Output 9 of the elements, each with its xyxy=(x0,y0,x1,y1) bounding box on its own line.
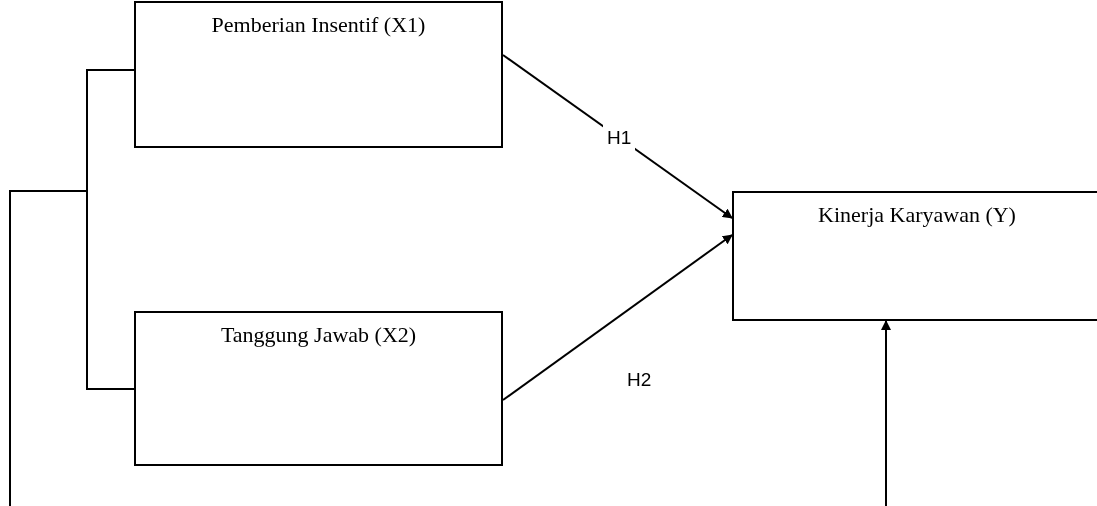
box-label: Kinerja Karyawan (Y) xyxy=(818,201,1016,229)
box-label: Pemberian Insentif (X1) xyxy=(211,11,426,39)
arrow xyxy=(881,320,891,506)
box-label: Tanggung Jawab (X2) xyxy=(220,321,417,349)
variable-box xyxy=(732,191,1097,321)
arrow xyxy=(502,234,733,401)
variable-box xyxy=(134,311,503,466)
edge-label: H1 xyxy=(603,124,636,153)
variable-box xyxy=(134,1,503,148)
